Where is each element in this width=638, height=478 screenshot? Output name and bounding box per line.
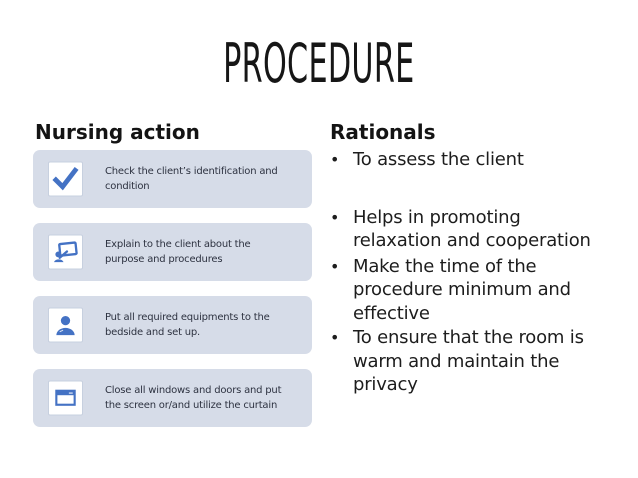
bullet-marker: •	[330, 207, 340, 227]
check-icon	[48, 161, 83, 197]
bullet-marker: •	[330, 256, 340, 276]
rational-text: Helps in promoting relaxation and cooper…	[353, 206, 591, 252]
rationals-heading: Rationals	[330, 120, 436, 144]
rational-text: To assess the client	[353, 149, 524, 170]
action-box-prepare-equipment: Put all required equipments to the bedsi…	[33, 296, 312, 354]
rational-text: To ensure that the room is warm and main…	[353, 327, 584, 395]
rational-text: Make the time of the procedure minimum a…	[353, 255, 571, 324]
window-icon	[48, 380, 83, 416]
rational-item: • To assess the client	[330, 148, 630, 172]
action-box-text: Check the client’s identification and co…	[105, 166, 278, 192]
bullet-marker: •	[330, 328, 340, 347]
action-box-text: Close all windows and doors and put the …	[105, 385, 282, 411]
rationals-list: • To assess the client • Helps in promot…	[330, 148, 630, 397]
nursing-action-heading: Nursing action	[35, 120, 200, 144]
page-title-text: PROCEDURE	[223, 32, 415, 95]
action-box-close-windows: Close all windows and doors and put the …	[33, 369, 312, 427]
rational-item: • Helps in promoting relaxation and coop…	[330, 206, 630, 253]
person-icon	[48, 307, 83, 343]
action-box-explain-purpose: Explain to the client about the purpose …	[33, 223, 312, 281]
rational-item: • To ensure that the room is warm and ma…	[330, 326, 630, 397]
action-box-text: Put all required equipments to the bedsi…	[105, 312, 270, 338]
action-box-check-identification: Check the client’s identification and co…	[33, 150, 312, 208]
presentation-icon	[48, 234, 83, 270]
bullet-marker: •	[330, 150, 340, 169]
page-title: PROCEDURE	[0, 36, 638, 92]
rational-item: • Make the time of the procedure minimum…	[330, 255, 630, 326]
action-box-text: Explain to the client about the purpose …	[105, 239, 251, 265]
